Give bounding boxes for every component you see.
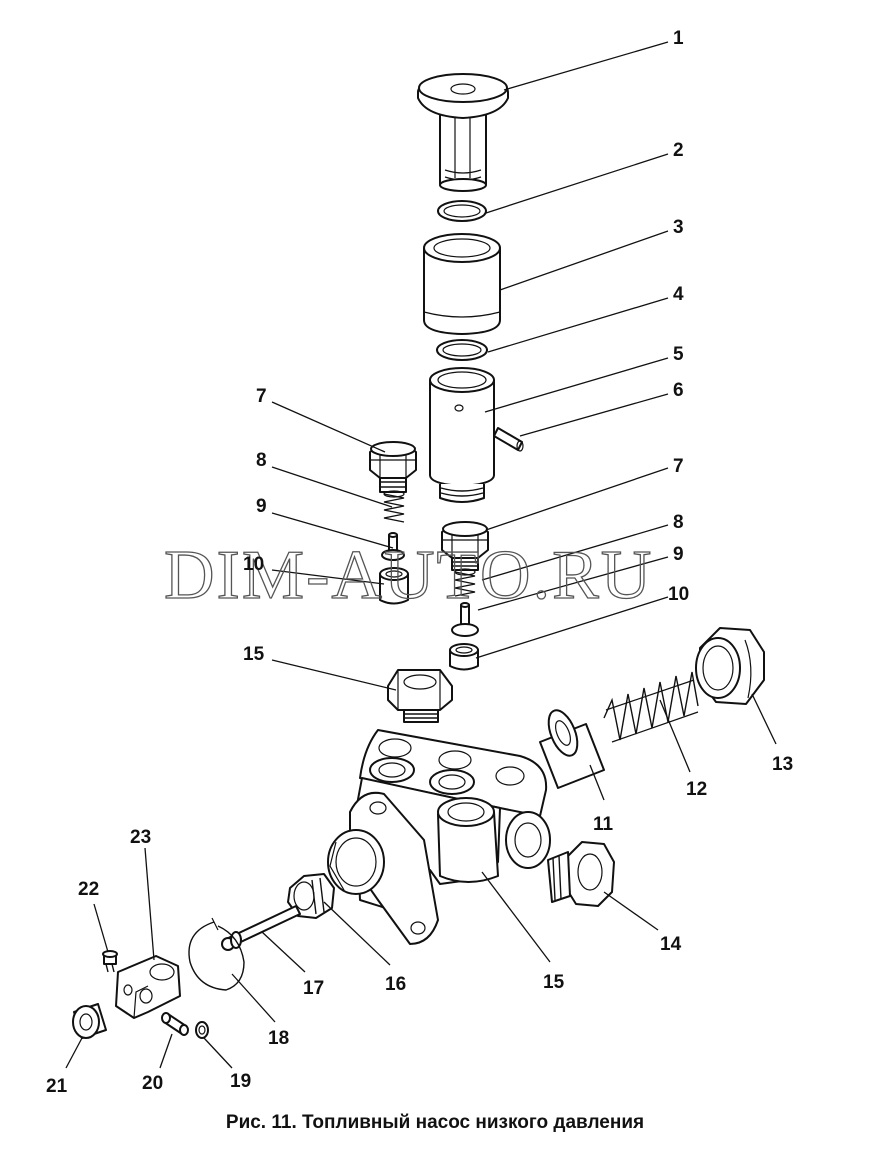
callout-20: 20 bbox=[142, 1073, 163, 1094]
callout-10-right: 10 bbox=[668, 584, 689, 605]
callout-4: 4 bbox=[673, 284, 684, 305]
part-16-fitting bbox=[287, 873, 335, 919]
callout-9-right: 9 bbox=[673, 544, 684, 565]
part-21-roller bbox=[72, 1003, 107, 1039]
part-6-pin bbox=[493, 427, 524, 452]
part-8-spring-right bbox=[454, 568, 476, 597]
callout-5: 5 bbox=[673, 344, 684, 365]
callout-8-right: 8 bbox=[673, 512, 684, 533]
callout-10-left: 10 bbox=[243, 554, 264, 575]
part-9-valve-left bbox=[381, 532, 405, 561]
callout-14: 14 bbox=[660, 934, 682, 955]
callout-19: 19 bbox=[230, 1071, 251, 1092]
figure-caption: Рис. 11. Топливный насос низкого давлени… bbox=[225, 1112, 645, 1133]
part-18-retaining-ring bbox=[188, 917, 245, 991]
part-10-seat-right bbox=[449, 643, 479, 671]
part-20-sleeve bbox=[161, 1012, 189, 1036]
watermark: DIM-AUTO.RU bbox=[164, 537, 653, 614]
part-9-valve-right bbox=[451, 602, 479, 637]
part-2-sealing-ring bbox=[437, 200, 487, 222]
part-11-bushing bbox=[539, 709, 605, 789]
part-4-ring bbox=[436, 339, 488, 361]
callout-12: 12 bbox=[686, 779, 707, 800]
callout-3: 3 bbox=[673, 217, 684, 238]
part-5-sleeve bbox=[429, 367, 495, 503]
callout-7-left: 7 bbox=[256, 386, 267, 407]
part-14-hex-fitting bbox=[547, 841, 615, 907]
part-17-rod bbox=[221, 905, 301, 951]
part-15-hex-fitting bbox=[387, 669, 453, 723]
callout-8-left: 8 bbox=[256, 450, 267, 471]
callout-15-bottom: 15 bbox=[543, 972, 565, 993]
part-19-small-ring bbox=[195, 1021, 209, 1039]
callout-23: 23 bbox=[130, 827, 151, 848]
callout-2: 2 bbox=[673, 140, 684, 161]
callout-13: 13 bbox=[772, 754, 793, 775]
callout-9-left: 9 bbox=[256, 496, 267, 517]
callout-21: 21 bbox=[46, 1076, 68, 1097]
callout-22: 22 bbox=[78, 879, 99, 900]
leader-lines bbox=[65, 41, 777, 1069]
callout-16: 16 bbox=[385, 974, 406, 995]
part-15-pump-housing bbox=[327, 729, 551, 945]
part-23-pusher bbox=[115, 955, 181, 1019]
part-22-bolt bbox=[102, 950, 118, 973]
part-12-spring bbox=[603, 671, 699, 743]
callout-11: 11 bbox=[593, 814, 614, 835]
part-8-spring-left bbox=[383, 490, 405, 523]
part-10-seat-left bbox=[379, 567, 409, 605]
part-13-hex-nut bbox=[695, 627, 765, 705]
callout-17: 17 bbox=[303, 978, 324, 999]
part-7-plug-left bbox=[369, 441, 417, 493]
callout-labels: 1 2 3 4 5 6 7 7 8 8 9 9 10 10 15 11 12 1… bbox=[46, 28, 793, 1097]
callout-7-right: 7 bbox=[673, 456, 684, 477]
part-7-plug-right bbox=[441, 521, 489, 571]
callout-18: 18 bbox=[268, 1028, 289, 1049]
callout-1: 1 bbox=[673, 28, 684, 49]
callout-6: 6 bbox=[673, 380, 684, 401]
part-1-plunger-handle bbox=[417, 73, 509, 192]
part-3-cylinder-cap bbox=[423, 233, 501, 335]
callout-15-top: 15 bbox=[243, 644, 265, 665]
